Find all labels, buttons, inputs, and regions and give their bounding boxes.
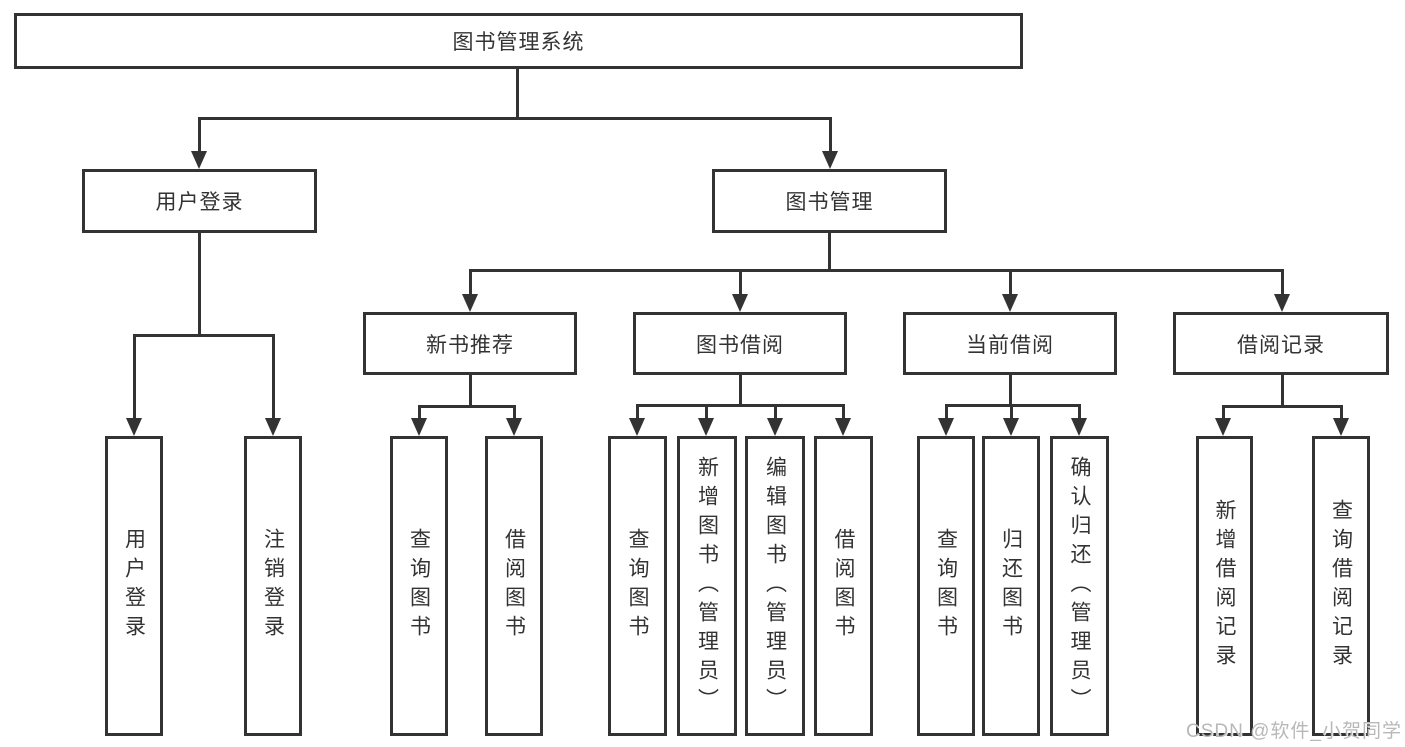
node-bb-add-book-admin-label: 新增图书（管理员） (695, 455, 719, 717)
node-bb-add-book-admin: 新增图书（管理员） (677, 436, 737, 736)
node-nb-borrow-books-label: 借阅图书 (502, 528, 526, 644)
node-borrow-records: 借阅记录 (1173, 312, 1389, 375)
connector-cb-query-drop (945, 404, 948, 419)
node-current-borrowing: 当前借阅 (903, 312, 1117, 375)
connector-bb-edit-drop (774, 404, 777, 419)
node-book-management: 图书管理 (712, 169, 947, 233)
node-nb-borrow-books: 借阅图书 (485, 436, 543, 736)
node-bb-borrow-books-label: 借阅图书 (832, 528, 855, 644)
connector-new-books-stem (469, 375, 472, 407)
node-bb-borrow-books: 借阅图书 (814, 436, 873, 736)
node-cb-query-books: 查询图书 (917, 436, 975, 736)
connector-nb-query-drop (418, 405, 421, 419)
connector-book-borrow-drop (739, 269, 742, 295)
connector-book-borrow-rail (636, 404, 844, 407)
arrow-down-bb-add-icon (698, 418, 714, 436)
connector-borrow-records-stem (1281, 375, 1284, 407)
node-new-book-recommend-label: 新书推荐 (426, 333, 514, 357)
connector-br-add-drop (1222, 405, 1225, 419)
arrow-down-user-login-icon (191, 151, 207, 169)
node-borrow-records-label: 借阅记录 (1237, 333, 1325, 357)
node-current-borrowing-label: 当前借阅 (966, 333, 1054, 357)
arrow-down-login-icon (126, 418, 142, 436)
arrow-down-cb-confirm-icon (1071, 418, 1087, 436)
connector-current-borrow-stem (1009, 375, 1012, 406)
node-library-system: 图书管理系统 (14, 13, 1023, 69)
arrow-down-bb-edit-icon (767, 418, 783, 436)
node-user-login-action: 用户登录 (105, 436, 163, 736)
node-bb-query-books: 查询图书 (608, 436, 667, 736)
node-bb-edit-book-admin-label: 编辑图书（管理员） (763, 455, 787, 717)
node-cb-return-books: 归还图书 (982, 436, 1040, 736)
connector-user-login-rail (133, 334, 274, 337)
connector-current-borrow-drop (1009, 269, 1012, 295)
arrow-down-book-mgmt-icon (822, 151, 838, 169)
arrow-down-book-borrow-icon (732, 294, 748, 312)
node-new-book-recommend: 新书推荐 (363, 312, 577, 375)
arrow-down-cb-return-icon (1003, 418, 1019, 436)
node-cb-confirm-return-admin-label: 确认归还（管理员） (1068, 455, 1091, 717)
node-user-login-action-label: 用户登录 (122, 528, 146, 644)
arrow-down-current-borrow-icon (1002, 294, 1018, 312)
connector-new-books-drop (469, 269, 472, 295)
watermark: CSDN @软件_小贺同学 (1186, 721, 1402, 742)
arrow-down-borrow-records-icon (1274, 294, 1290, 312)
node-bb-edit-book-admin: 编辑图书（管理员） (745, 436, 805, 736)
connector-book-mgmt-drop (829, 117, 832, 153)
connector-nb-borrow-drop (513, 405, 516, 419)
node-user-login-label: 用户登录 (155, 191, 244, 214)
connector-book-mgmt-stem (828, 233, 831, 271)
arrow-down-bb-borrow-icon (835, 418, 851, 436)
node-br-add-record: 新增借阅记录 (1196, 436, 1253, 736)
arrow-down-bb-query-icon (629, 418, 645, 436)
connector-borrow-records-drop (1281, 269, 1284, 295)
node-logout-action: 注销登录 (244, 436, 302, 736)
connector-user-login-drop (198, 117, 201, 153)
connector-logout-drop (272, 334, 275, 422)
node-book-borrowing: 图书借阅 (633, 312, 847, 375)
node-book-management-label: 图书管理 (785, 191, 874, 214)
node-nb-query-books-label: 查询图书 (407, 528, 431, 644)
node-book-borrowing-label: 图书借阅 (696, 333, 784, 357)
node-logout-action-label: 注销登录 (261, 528, 285, 644)
arrow-down-logout-icon (265, 418, 281, 436)
connector-login-drop (133, 334, 136, 422)
node-nb-query-books: 查询图书 (390, 436, 448, 736)
connector-book-borrow-stem (739, 375, 742, 406)
arrow-down-new-books-icon (462, 294, 478, 312)
connector-bb-query-drop (636, 404, 639, 419)
connector-br-query-drop (1340, 405, 1343, 419)
connector-root-rail (198, 117, 832, 120)
node-library-system-label: 图书管理系统 (452, 31, 585, 54)
arrow-down-br-query-icon (1333, 418, 1349, 436)
connector-root-stem (516, 69, 519, 118)
node-bb-query-books-label: 查询图书 (626, 528, 649, 644)
arrow-down-nb-query-icon (411, 418, 427, 436)
arrow-down-cb-query-icon (938, 418, 954, 436)
connector-borrow-records-rail (1222, 405, 1342, 408)
node-cb-query-books-label: 查询图书 (934, 528, 958, 644)
node-user-login: 用户登录 (82, 169, 317, 233)
arrow-down-nb-borrow-icon (506, 418, 522, 436)
connector-new-books-rail (418, 405, 516, 408)
connector-book-mgmt-rail (469, 269, 1284, 272)
arrow-down-br-add-icon (1215, 418, 1231, 436)
connector-user-login-stem (198, 233, 201, 336)
node-cb-return-books-label: 归还图书 (999, 528, 1023, 644)
node-br-query-record: 查询借阅记录 (1312, 436, 1370, 736)
node-br-add-record-label: 新增借阅记录 (1213, 499, 1236, 673)
connector-bb-borrow-drop (842, 404, 845, 419)
connector-cb-confirm-drop (1078, 404, 1081, 419)
node-cb-confirm-return-admin: 确认归还（管理员） (1050, 436, 1109, 736)
connector-cb-return-drop (1010, 404, 1013, 419)
connector-bb-add-drop (705, 404, 708, 419)
node-br-query-record-label: 查询借阅记录 (1329, 499, 1353, 673)
